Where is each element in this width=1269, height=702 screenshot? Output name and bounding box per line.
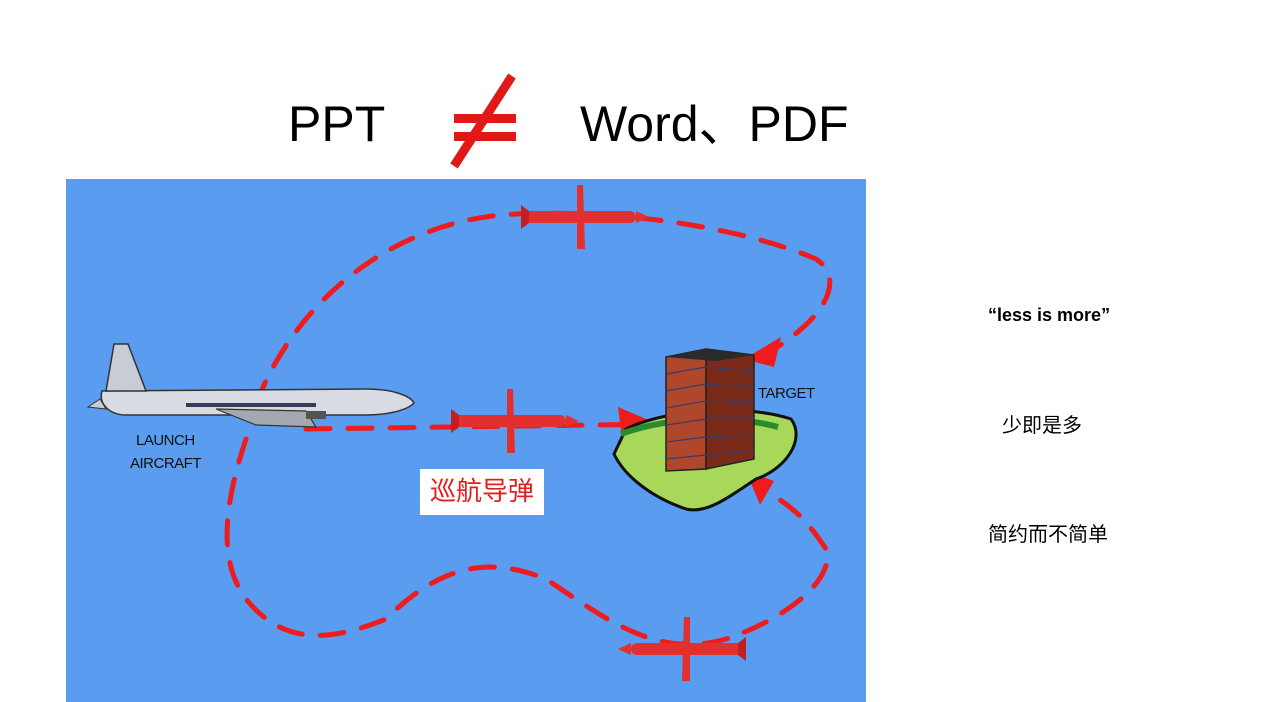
target-label: TARGET: [758, 385, 815, 402]
not-equal-icon: [450, 73, 516, 169]
launch-label-line2: AIRCRAFT: [130, 455, 202, 472]
missile-bottom: [618, 617, 746, 681]
title-left-text: PPT: [288, 96, 386, 152]
missile-top: [521, 185, 649, 249]
target-building: [665, 348, 755, 472]
side-note-simple: 简约而不简单: [988, 522, 1108, 546]
cruise-missile-label: 巡航导弹: [420, 469, 545, 515]
missile-middle: [451, 389, 579, 453]
flight-path-lower: [224, 436, 830, 647]
diagram-canvas: [86, 185, 833, 681]
quote-text: “less is more”: [988, 305, 1111, 325]
slide-title: PPT Word、PDF: [0, 73, 1269, 169]
launch-aircraft: [86, 343, 415, 428]
flight-path-upper: [253, 210, 833, 407]
side-note-less-is-more-cn: 少即是多: [1002, 413, 1082, 437]
cruise-missile-diagram: LAUNCH AIRCRAFT TARGET 巡航导弹: [66, 179, 866, 702]
launch-label-line1: LAUNCH: [136, 432, 195, 449]
title-right-text: Word、PDF: [580, 96, 849, 152]
